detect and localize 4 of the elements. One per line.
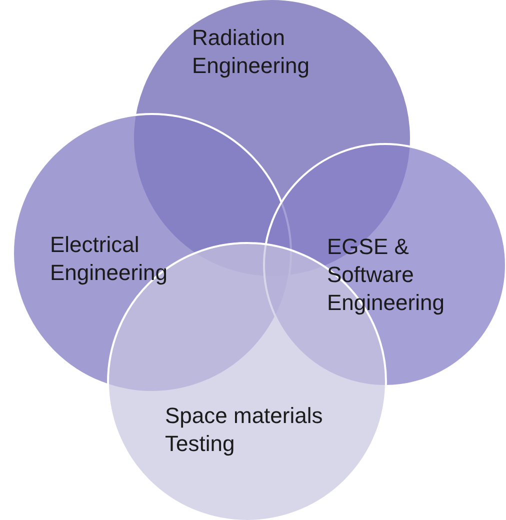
circle-label: EGSE & Software Engineering: [327, 233, 446, 317]
circle-label: Electrical Engineering: [50, 231, 168, 287]
circle-label: Space materials Testing: [165, 402, 324, 458]
circle-label: Radiation Engineering: [192, 24, 310, 80]
